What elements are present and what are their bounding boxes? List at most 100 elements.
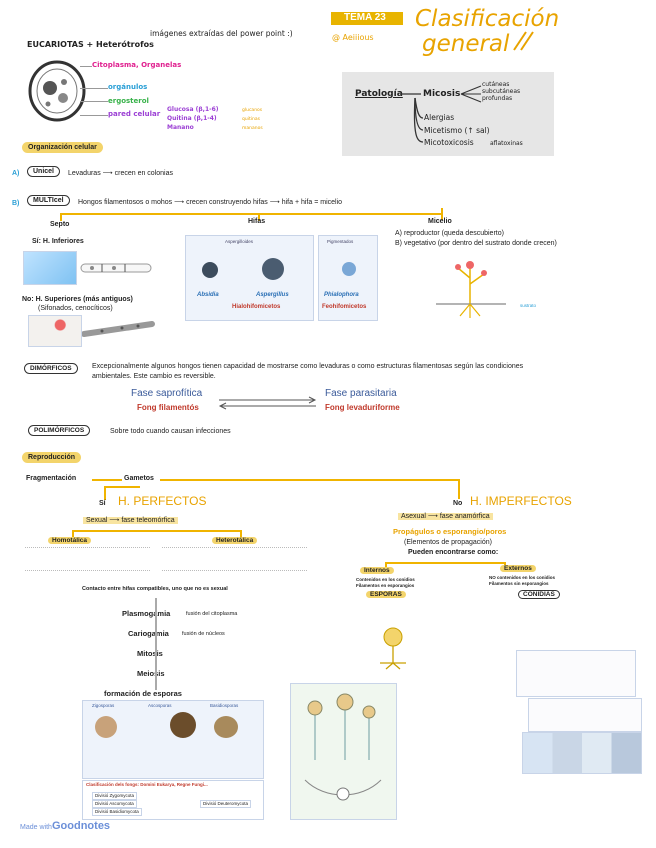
repro-link-1 <box>92 479 122 481</box>
org-branch-v2 <box>258 213 260 221</box>
clasificacion-title: Clasificación dels fongs: Domini Eukarya… <box>86 782 208 787</box>
micosis-type-3: profundas <box>482 95 513 102</box>
hifas-label: Hifas <box>248 218 266 225</box>
cell-label-citoplasma: Citoplasma, Organelas <box>92 61 182 69</box>
conidias-table-1 <box>516 650 636 697</box>
patologia-other-1: Alergias <box>424 113 455 122</box>
septo-no: No: H. Superiores (más antiguos) <box>22 296 133 303</box>
org-branch-v3 <box>441 208 443 220</box>
tema-bar <box>331 12 403 25</box>
author: @ Aeiiious <box>332 33 374 42</box>
wall-target-3: mananos <box>242 126 263 131</box>
septo-label: Septo <box>50 221 70 228</box>
sex-branch-v1 <box>72 530 74 538</box>
cell-pointer-4 <box>80 115 108 116</box>
spore-img-2 <box>170 712 196 738</box>
micelio-label: Micelio <box>428 218 452 225</box>
imperfectos-title: H. IMPERFECTOS <box>470 494 572 508</box>
wall-comp-2: Quitina (β,1-4) <box>167 115 217 122</box>
org-b-label: B) <box>12 200 20 207</box>
imp-branch-h <box>385 562 505 564</box>
spore-panel <box>82 700 264 779</box>
division-2: Divisió Ascomycota <box>92 800 137 808</box>
heterotalica-note <box>162 547 307 571</box>
homotalica-note <box>25 547 150 571</box>
division-1: Divisió Zygomycota <box>92 792 138 800</box>
si-label: Sí <box>99 500 106 507</box>
spore-type-1: Zigosporas <box>92 703 115 708</box>
species-1: Absidia <box>197 292 219 298</box>
hialo-label: Hialohifomicetos <box>232 304 281 310</box>
micelio-drawing <box>430 258 510 320</box>
elementos: (Elementos de propagación) <box>404 539 492 546</box>
tema-label: TEMA 23 <box>344 12 386 23</box>
imp-branch-v1 <box>385 562 387 568</box>
ext-note-1: NO contenidos en los conidios <box>489 575 556 580</box>
meiosis: Meiosis <box>137 669 165 678</box>
panel-label-2: Pigmentados <box>327 239 354 244</box>
propagulos: Propágulos o esporangio/poros <box>393 527 507 536</box>
int-note-2: Filamentos en esporangios <box>356 583 415 588</box>
aspergillus-dot <box>262 258 284 280</box>
sustrato-label: sustrato <box>520 303 537 308</box>
pueden: Pueden encontrarse como: <box>408 549 499 556</box>
cell-label-organulos: orgánulos <box>108 83 148 91</box>
micelio-a: A) reproductor (queda descubierto) <box>395 230 504 237</box>
repro-link-3 <box>104 486 106 500</box>
polimorficos-pill: POLIMÓRFICOS <box>28 425 91 436</box>
species-2: Aspergillus <box>256 292 289 298</box>
fong-filamentos: Fong filamentós <box>137 403 199 412</box>
septo-diagram-2 <box>81 320 157 340</box>
org-heading: Organización celular <box>22 142 103 153</box>
repro-link-4 <box>458 479 460 499</box>
septo-image-2 <box>28 315 82 347</box>
micosis-type-2: subcutáneas <box>482 88 521 95</box>
patologia-box <box>342 72 554 156</box>
septo-image-1 <box>23 251 77 285</box>
unicel-text: Levaduras ⟶ crecen en colonias <box>68 170 173 177</box>
homotalica: Homotálica <box>48 537 92 544</box>
dimorficos-pill: DIMÓRFICOS <box>24 363 78 374</box>
esporas-drawing <box>368 625 418 670</box>
spore-img-3 <box>214 716 238 738</box>
org-a-label: A) <box>12 170 20 177</box>
mitosis: Mitosis <box>137 649 163 658</box>
repro-heading: Reproducción <box>22 452 82 463</box>
ext-note-2: Filamentos sin esporangios <box>489 581 549 586</box>
division-3: Divisió Basidiomycota <box>92 808 142 816</box>
externos: Externos <box>500 565 536 572</box>
septo-no-sub: (Sifonados, cenocíticos) <box>38 305 113 312</box>
absidia-dot <box>202 262 218 278</box>
page-title-1: Clasificación <box>415 6 560 32</box>
heterotalica: Heterotálica <box>212 537 258 544</box>
cariogamia: Cariogamia <box>128 629 169 638</box>
contacto-text: Contacto entre hifas compatibles, uno qu… <box>82 586 228 592</box>
formacion-esporas: formación de esporas <box>104 689 182 698</box>
org-branch-h <box>60 213 442 215</box>
perfectos-title: H. PERFECTOS <box>118 494 207 508</box>
dimorfico-arrows <box>215 396 320 410</box>
hifas-panel-aspergilloides <box>185 235 314 321</box>
phialophora-dot <box>342 262 356 276</box>
cell-pointer-3 <box>80 101 108 102</box>
septo-si: Sí: H. Inferiores <box>32 238 84 245</box>
fase-saprofitica: Fase saprofítica <box>131 388 203 399</box>
internos: Internos <box>360 567 394 574</box>
asexual-text: Asexual ⟶ fase anamórfica <box>398 513 493 520</box>
lifecycle-drawing <box>295 690 391 814</box>
page-title-2: general <box>422 31 510 57</box>
wall-comp-3: Manano <box>167 124 194 131</box>
micosis-type-1: cutáneas <box>482 81 510 88</box>
spore-type-3: Basidiosporas <box>210 703 239 708</box>
dimorficos-text: Excepcionalmente algunos hongos tienen c… <box>92 363 524 380</box>
esporas-pill: ESPORAS <box>366 591 406 598</box>
spore-type-2: Ascosporas <box>148 703 172 708</box>
fragmentacion: Fragmentación <box>26 475 77 482</box>
made-with: Made with <box>20 824 52 831</box>
unicel-pill: Unicel <box>27 166 61 177</box>
multicel-text: Hongos filamentosos o mohos ⟶ crecen con… <box>78 199 343 206</box>
aflatoxinas: aflatoxinas <box>490 140 523 147</box>
sexual-text: Sexual ⟶ fase teleomórfica <box>83 517 178 524</box>
int-note-1: Contenidos en los conidios <box>356 577 415 582</box>
panel-label-1: Aspergilloides <box>225 239 254 244</box>
